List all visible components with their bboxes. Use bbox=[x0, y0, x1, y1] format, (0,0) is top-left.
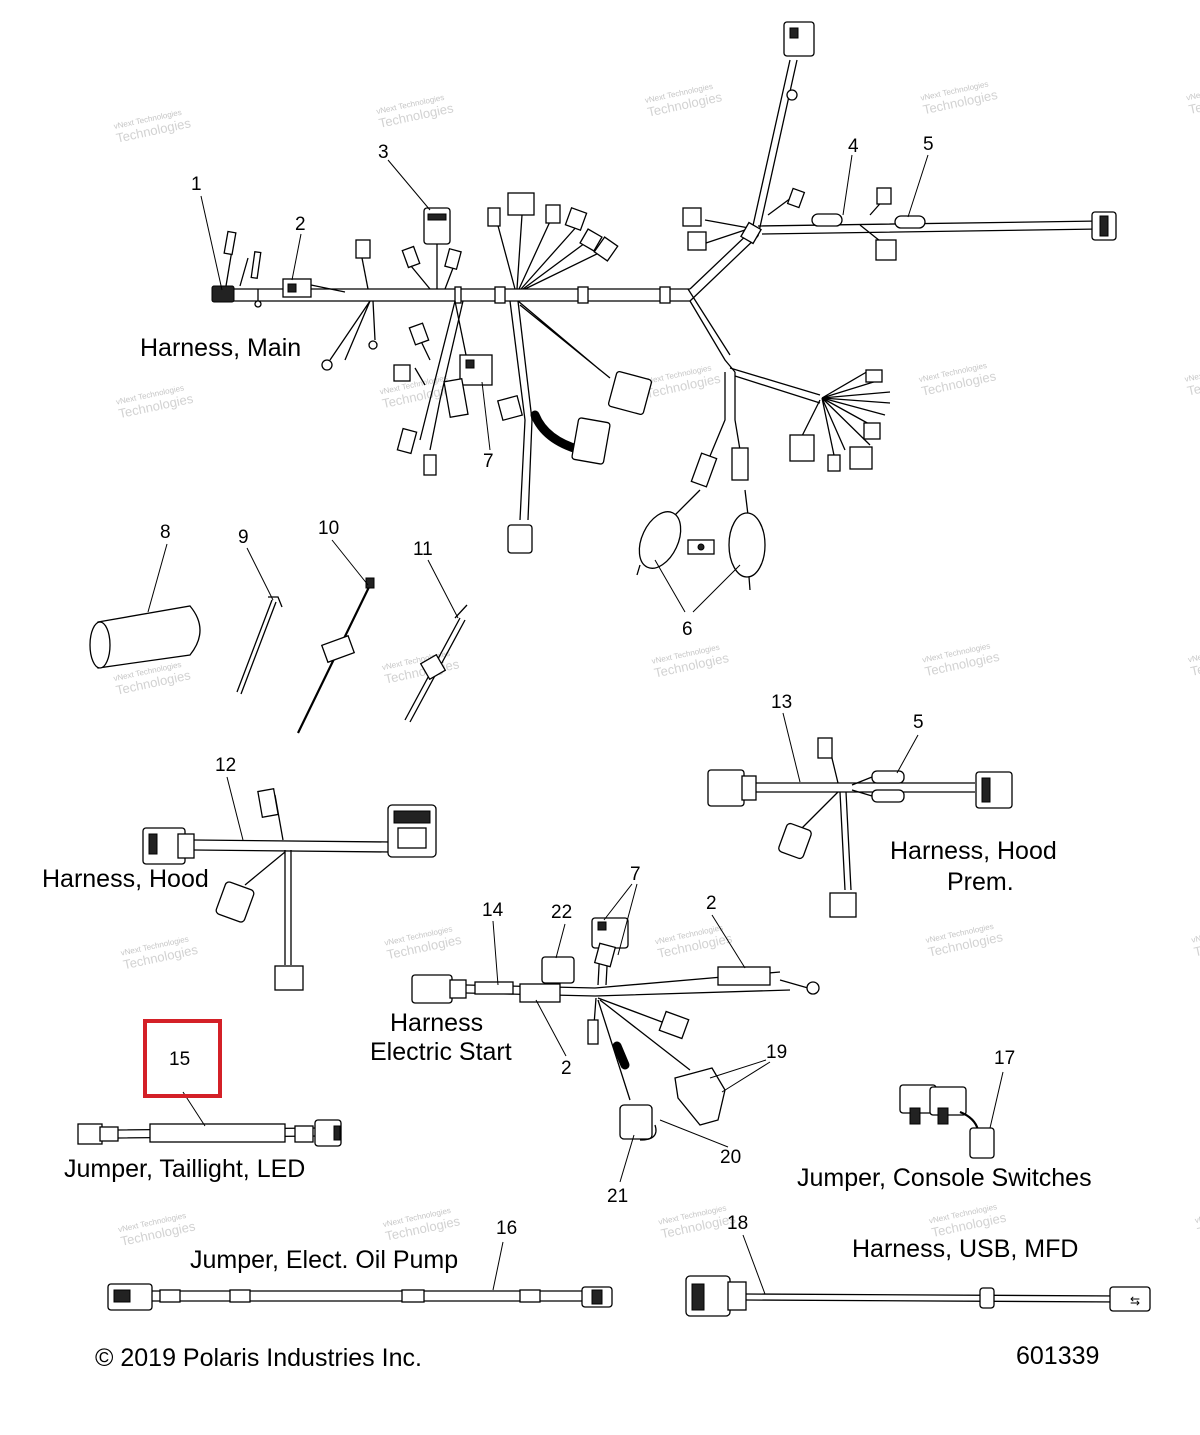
callout-2: 2 bbox=[295, 214, 306, 235]
watermark: Technologies bbox=[1192, 929, 1200, 960]
callout-5b: 5 bbox=[913, 712, 924, 733]
label-harness-usb: Harness, USB, MFD bbox=[852, 1235, 1078, 1263]
label-jumper-taillight: Jumper, Taillight, LED bbox=[64, 1155, 305, 1183]
callout-2c: 2 bbox=[561, 1058, 572, 1079]
copyright-text: © 2019 Polaris Industries Inc. bbox=[95, 1344, 422, 1372]
callout-15-highlight-box bbox=[143, 1019, 222, 1098]
main-harness-drawing bbox=[211, 21, 1117, 591]
callout-7: 7 bbox=[483, 451, 494, 472]
callout-3: 3 bbox=[378, 142, 389, 163]
watermark: vNext Technologies bbox=[1191, 922, 1200, 945]
callout-2b: 2 bbox=[706, 893, 717, 914]
callout-13: 13 bbox=[771, 692, 792, 713]
jumper-taillight-drawing bbox=[77, 1119, 342, 1147]
items-8-to-11-drawing bbox=[89, 577, 468, 734]
callout-9: 9 bbox=[238, 527, 249, 548]
label-harness-hood-prem-2: Prem. bbox=[947, 868, 1014, 896]
callout-18: 18 bbox=[727, 1213, 748, 1234]
callout-10: 10 bbox=[318, 518, 339, 539]
assembly-labels: Harness, Main Harness, Hood Harness, Hoo… bbox=[42, 334, 1092, 1274]
label-harness-hood: Harness, Hood bbox=[42, 865, 209, 893]
label-harness-electric-start: Harness bbox=[390, 1009, 483, 1037]
harness-hood-prem-drawing bbox=[707, 737, 1013, 918]
watermark: Technologies bbox=[1189, 648, 1200, 679]
label-jumper-oil-pump: Jumper, Elect. Oil Pump bbox=[190, 1246, 458, 1274]
callout-numbers: 1 2 3 4 5 7 6 8 9 10 11 12 13 5 14 22 7 … bbox=[160, 134, 1015, 1239]
callout-21: 21 bbox=[607, 1186, 628, 1207]
label-jumper-console: Jumper, Console Switches bbox=[797, 1164, 1092, 1192]
leader-lines bbox=[147, 154, 1004, 1295]
callout-12: 12 bbox=[215, 755, 236, 776]
callout-16: 16 bbox=[496, 1218, 517, 1239]
harness-hood-drawing bbox=[142, 788, 437, 991]
label-harness-main: Harness, Main bbox=[140, 334, 301, 362]
jumper-oil-pump-drawing bbox=[107, 1283, 613, 1311]
callout-22: 22 bbox=[551, 902, 572, 923]
callout-11: 11 bbox=[413, 539, 433, 560]
watermark: vNext Technologies bbox=[1194, 1202, 1200, 1225]
watermark: vNext Technologies bbox=[1185, 79, 1200, 102]
watermark: vNext Technologies bbox=[1187, 641, 1200, 664]
callout-15: 15 bbox=[169, 1049, 190, 1070]
callout-14: 14 bbox=[482, 900, 504, 921]
label-harness-electric-start-2: Electric Start bbox=[370, 1038, 512, 1066]
callout-6: 6 bbox=[682, 619, 693, 640]
callout-8: 8 bbox=[160, 522, 171, 543]
callout-5: 5 bbox=[923, 134, 934, 155]
diagram-number: 601339 bbox=[1016, 1342, 1099, 1370]
harness-usb-drawing: ⇆ bbox=[685, 1275, 1151, 1317]
svg-text:⇆: ⇆ bbox=[1130, 1294, 1140, 1308]
footer: © 2019 Polaris Industries Inc. 601339 bbox=[95, 1342, 1099, 1372]
harness-electric-start-drawing bbox=[411, 917, 820, 1141]
watermark: Technologies bbox=[1196, 1209, 1200, 1240]
callout-17: 17 bbox=[994, 1048, 1015, 1069]
callout-4: 4 bbox=[848, 136, 859, 157]
callout-19: 19 bbox=[766, 1042, 787, 1063]
label-harness-hood-prem: Harness, Hood bbox=[890, 837, 1057, 865]
callout-20: 20 bbox=[720, 1147, 741, 1168]
callout-1: 1 bbox=[191, 174, 202, 195]
callout-7b: 7 bbox=[630, 864, 641, 885]
jumper-console-drawing bbox=[899, 1084, 995, 1159]
